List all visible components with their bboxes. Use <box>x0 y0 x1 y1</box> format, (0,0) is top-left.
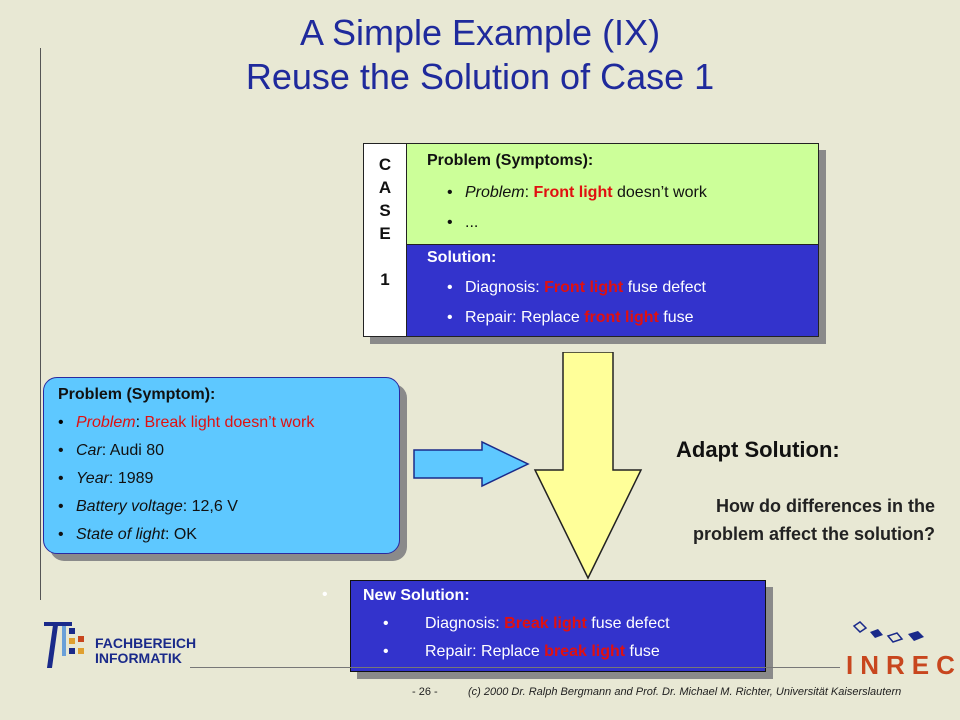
case-solution-section: Solution: •Diagnosis: Front light fuse d… <box>407 245 818 336</box>
down-arrow-icon <box>533 352 643 580</box>
slide-title-line2: Reuse the Solution of Case 1 <box>245 56 715 97</box>
adapt-question: How do differences in the problem affect… <box>692 496 935 544</box>
case-solution-item: •Diagnosis: Front light fuse defect <box>447 279 706 296</box>
copyright-text: (c) 2000 Dr. Ralph Bergmann and Prof. Dr… <box>468 686 902 698</box>
case-label: C A S E 1 <box>364 144 407 336</box>
fachbereich-logo-icon <box>44 622 84 668</box>
new-solution-item: •Diagnosis: Break light fuse defect <box>383 615 670 632</box>
right-arrow-icon <box>413 440 530 488</box>
stray-bullet: • <box>322 586 328 603</box>
case-problem-item: •... <box>447 214 479 231</box>
case-letter: S <box>379 201 391 220</box>
inreca-puzzle-icon <box>852 621 924 643</box>
case-letter: C <box>378 155 392 174</box>
case-problem-header: Problem (Symptoms): <box>427 152 594 169</box>
new-problem-item: •Car: Audi 80 <box>58 442 165 459</box>
new-problem-box: Problem (Symptom): •Problem: Break light… <box>43 377 400 554</box>
new-solution-header: New Solution: <box>363 587 470 604</box>
case-letter: E <box>379 224 391 243</box>
case-1-box: C A S E 1 Problem (Symptoms): •Problem: … <box>363 143 819 337</box>
new-problem-item: •Battery voltage: 12,6 V <box>58 498 238 515</box>
case-letter: A <box>378 178 392 197</box>
footer-rule <box>190 667 840 668</box>
new-solution-box: New Solution: •Diagnosis: Break light fu… <box>350 580 766 672</box>
left-rule <box>40 48 41 600</box>
slide-title-line1: A Simple Example (IX) <box>299 12 661 53</box>
new-solution-item: •Repair: Replace break light fuse <box>383 643 660 660</box>
new-problem-header: Problem (Symptom): <box>58 386 216 403</box>
page-number: - 26 - <box>412 686 438 698</box>
new-problem-item: •Problem: Break light doesn’t work <box>58 414 315 431</box>
case-solution-header: Solution: <box>427 249 497 266</box>
new-problem-item: •State of light: OK <box>58 526 197 543</box>
case-problem-section: Problem (Symptoms): •Problem: Front ligh… <box>407 144 818 245</box>
new-problem-item: •Year: 1989 <box>58 470 154 487</box>
case-number: 1 <box>380 270 390 289</box>
department-name: FACHBEREICH INFORMATIK <box>95 635 197 666</box>
case-problem-item: •Problem: Front light doesn’t work <box>447 184 707 201</box>
inreca-brand: INRECA <box>846 650 960 680</box>
adapt-solution-title: Adapt Solution: <box>676 437 840 462</box>
case-solution-item: •Repair: Replace front light fuse <box>447 309 694 326</box>
